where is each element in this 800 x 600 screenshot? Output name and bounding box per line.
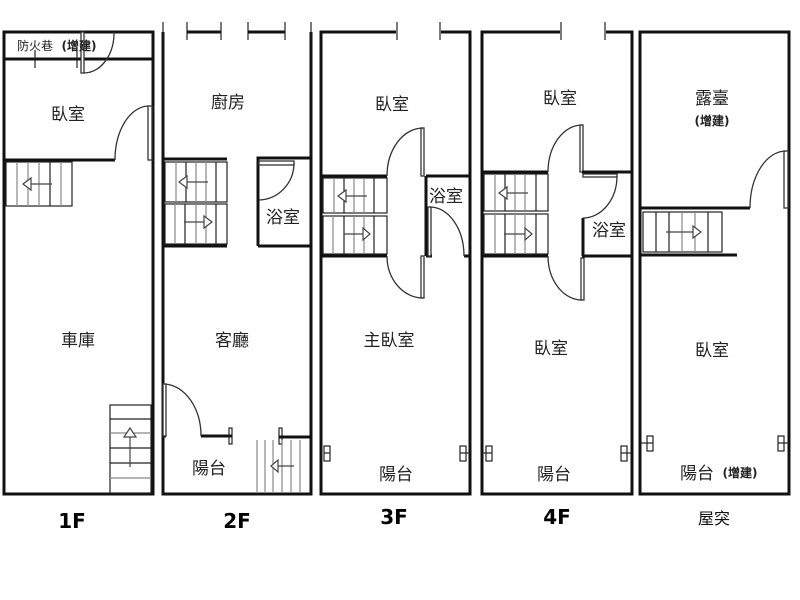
door-leaf (579, 124, 584, 173)
door-swing-arc (83, 31, 115, 74)
door-swing-arc (164, 383, 202, 437)
stair-arrow-left-icon (270, 458, 279, 474)
door-leaf (580, 257, 585, 301)
floor-plan-1f: 防火巷 (增建) 臥室 車庫 1F (2, 30, 155, 533)
staircase (322, 177, 388, 255)
outer-wall (638, 30, 791, 496)
room-note-balcony: (增建) (723, 465, 758, 480)
door-swing-arc (547, 255, 583, 301)
door-leaf (427, 206, 432, 257)
door-leaf (420, 127, 425, 177)
bathroom-wall (256, 156, 311, 246)
room-label-balcony: 陽台 (680, 464, 714, 484)
room-label-kitchen: 廚房 (211, 92, 245, 113)
room-label-bedroom-rear: 臥室 (534, 339, 568, 359)
stair-arrow-left-icon (178, 174, 188, 190)
outer-wall (480, 30, 634, 496)
stair-arrow-right-icon (362, 226, 371, 242)
door-leaf (162, 383, 167, 437)
floor-plan-2f: 廚房 浴室 客廳 陽台 2F (161, 22, 313, 533)
outer-wall (161, 32, 313, 496)
door-leaf (258, 160, 295, 166)
stair-arrow-left-icon (337, 188, 347, 204)
room-label-balcony: 陽台 (379, 465, 413, 485)
floor-label-roof: 屋突 (698, 509, 730, 528)
door-swing-arc (114, 105, 149, 161)
room-label-master-bedroom: 主臥室 (364, 331, 415, 351)
door-leaf (420, 255, 425, 299)
door-swing-arc (749, 150, 787, 209)
staircase (164, 161, 228, 245)
room-label-bedroom: 臥室 (695, 341, 729, 361)
room-label-bathroom: 浴室 (429, 187, 463, 207)
room-note-fire-lane: (增建) (62, 38, 97, 53)
floor-plan-4f: 臥室 浴室 臥室 陽台 4F (480, 22, 634, 529)
floor-plan-roof: 露臺 (增建) 臥室 陽台 (增建) 屋突 (638, 30, 791, 528)
outer-wall (2, 30, 155, 496)
floor-label-4f: 4F (543, 505, 571, 529)
room-label-garage: 車庫 (61, 331, 95, 351)
staircase (642, 211, 723, 253)
outer-wall (319, 30, 472, 496)
door-swing-arc (547, 124, 583, 173)
stair-arrow-left-icon (498, 185, 508, 201)
room-label-balcony: 陽台 (537, 465, 571, 485)
floor-label-2f: 2F (223, 509, 251, 533)
staircase (109, 404, 152, 494)
window-mark (228, 427, 233, 445)
door-leaf (80, 31, 85, 74)
door-leaf (783, 150, 789, 209)
stair-arrow-up-icon (122, 426, 138, 438)
stair-arrow-left-icon (22, 176, 32, 192)
room-note-terrace: (增建) (695, 113, 730, 128)
staircase (256, 440, 301, 493)
door-swing-arc (582, 175, 618, 219)
door-swing-arc (386, 127, 424, 177)
stair-arrow-right-icon (524, 226, 533, 242)
staircase (483, 173, 549, 255)
room-label-bedroom: 臥室 (375, 95, 409, 115)
stair-arrow-right-icon (692, 224, 702, 240)
room-label-bathroom: 浴室 (592, 221, 626, 241)
room-label-terrace: 露臺 (695, 89, 729, 109)
room-label-balcony: 陽台 (192, 459, 226, 479)
floor-label-3f: 3F (380, 505, 408, 529)
door-swing-arc (386, 255, 424, 299)
room-label-bathroom: 浴室 (266, 208, 300, 228)
floor-plan-3f: 臥室 浴室 主臥室 陽台 3F (319, 22, 472, 529)
room-label-fire-lane: 防火巷 (17, 38, 53, 53)
door-leaf (147, 105, 153, 161)
stair-arrow-right-icon (203, 214, 213, 230)
door-swing-arc (429, 206, 465, 257)
room-label-bedroom: 臥室 (51, 105, 85, 125)
door-swing-arc (258, 162, 295, 201)
door-leaf (582, 173, 618, 178)
room-label-bedroom-front: 臥室 (543, 89, 577, 109)
staircase (5, 161, 73, 207)
floor-label-1f: 1F (58, 509, 86, 533)
room-label-living-room: 客廳 (215, 331, 249, 351)
